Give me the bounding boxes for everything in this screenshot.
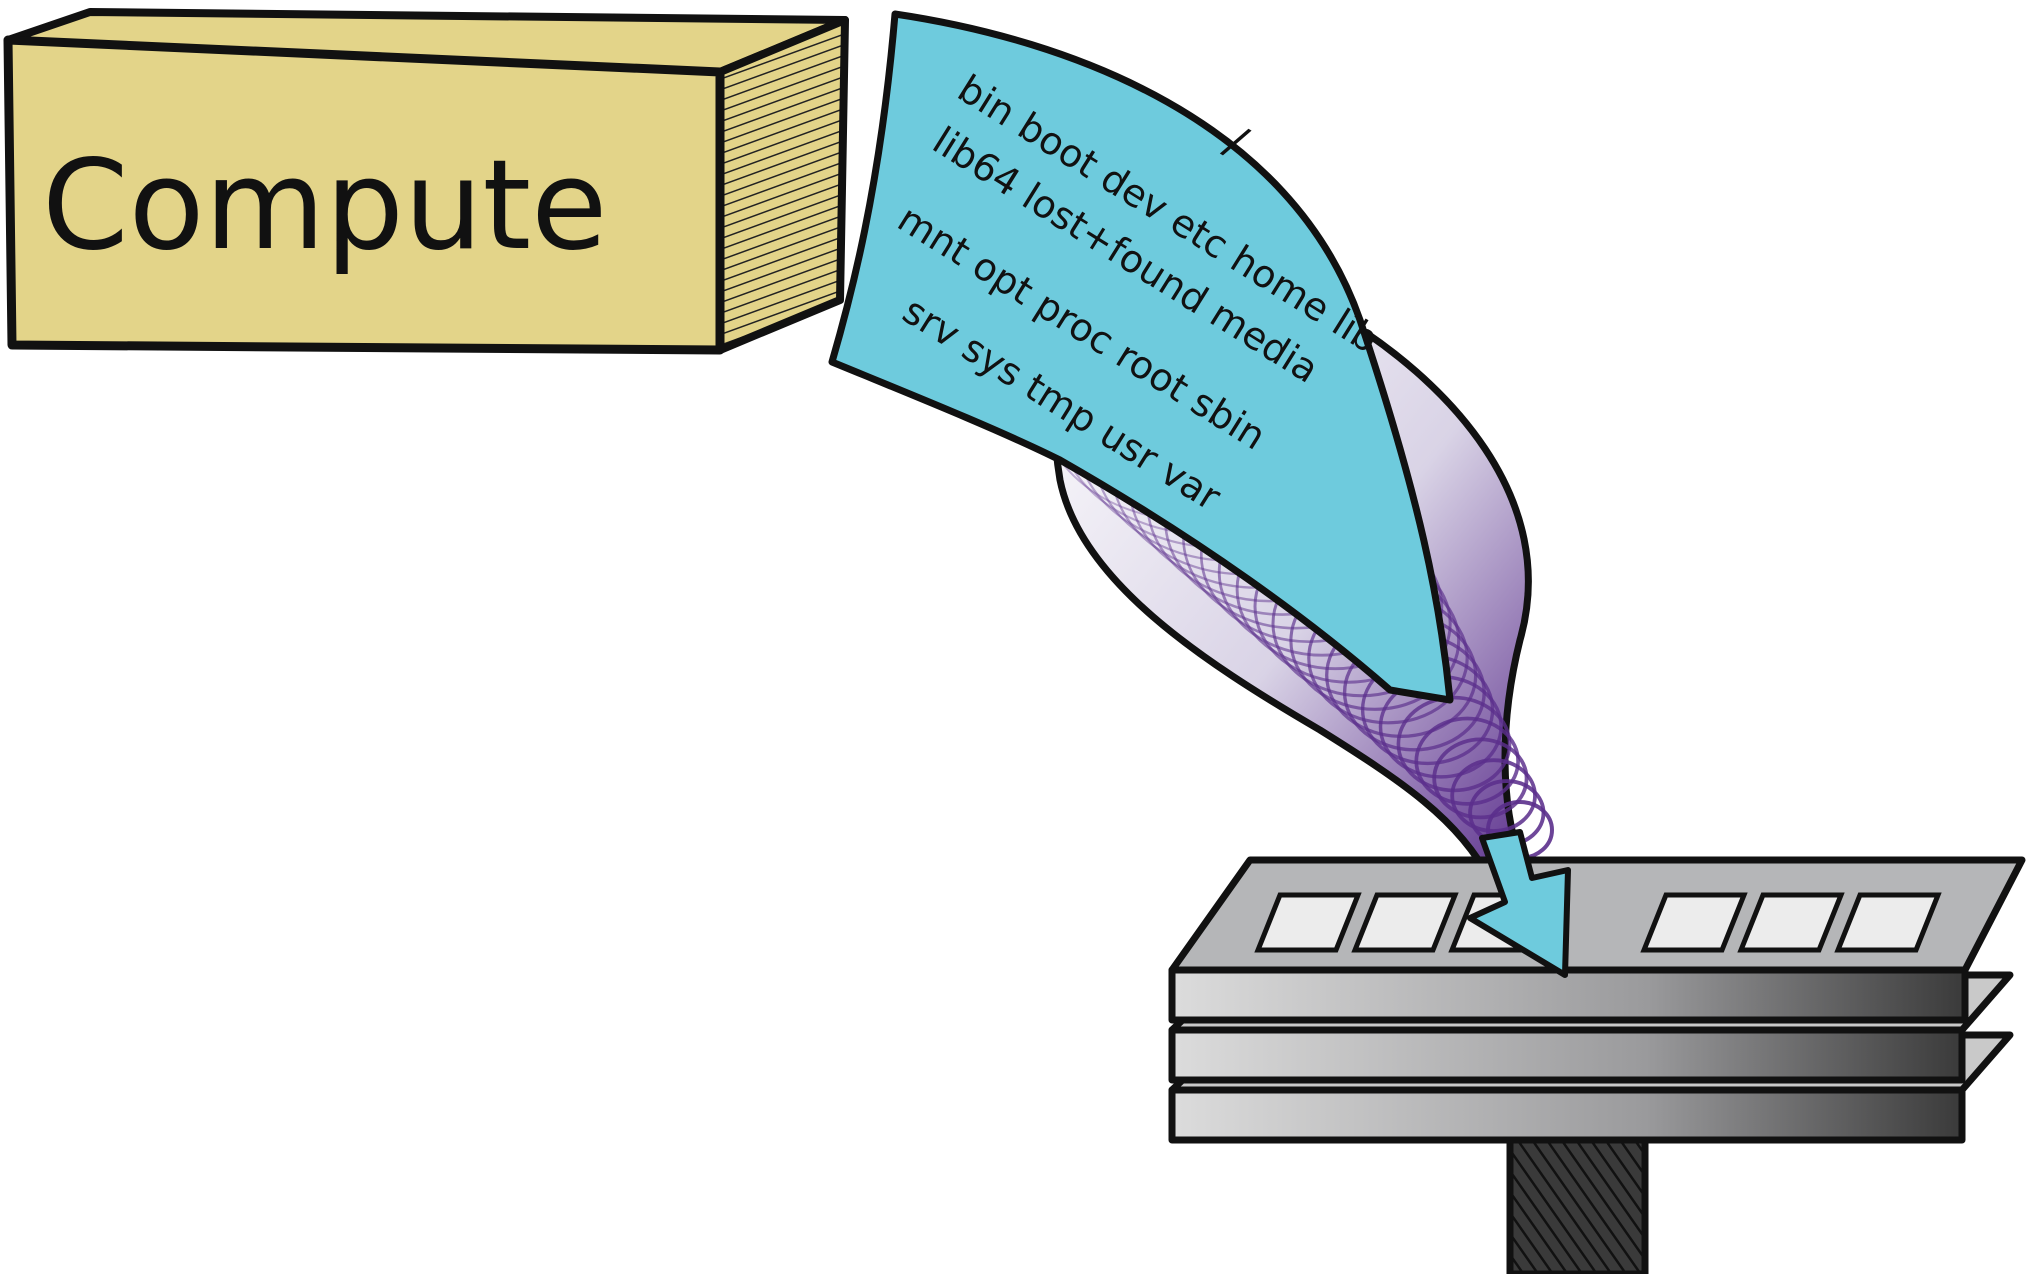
storage-plate-middle-side: [1168, 1026, 1966, 1084]
filesystem-sheet-shape: [828, 10, 1454, 704]
compute-box: Compute: [3, 8, 849, 355]
tunnel-ring: [1432, 737, 1529, 820]
storage-chip: [1737, 892, 1845, 953]
storage-post: [1506, 1131, 1649, 1274]
compute-box-side: [716, 16, 849, 354]
compute-box-front: [3, 35, 725, 355]
storage-chip: [1640, 892, 1748, 953]
storage-plate-bottom-side: [1168, 1086, 1966, 1144]
storage-chip: [1254, 892, 1362, 953]
storage-chip: [1834, 892, 1942, 953]
storage-plate-top-side: [1168, 966, 1969, 1024]
tunnel-ring: [1414, 716, 1520, 806]
transfer-arrow-icon: [1467, 829, 1571, 978]
storage-chip: [1351, 892, 1459, 953]
tunnel-ring: [1450, 758, 1537, 833]
compute-label: Compute: [42, 134, 607, 278]
storage-stack: [1168, 856, 2026, 1274]
